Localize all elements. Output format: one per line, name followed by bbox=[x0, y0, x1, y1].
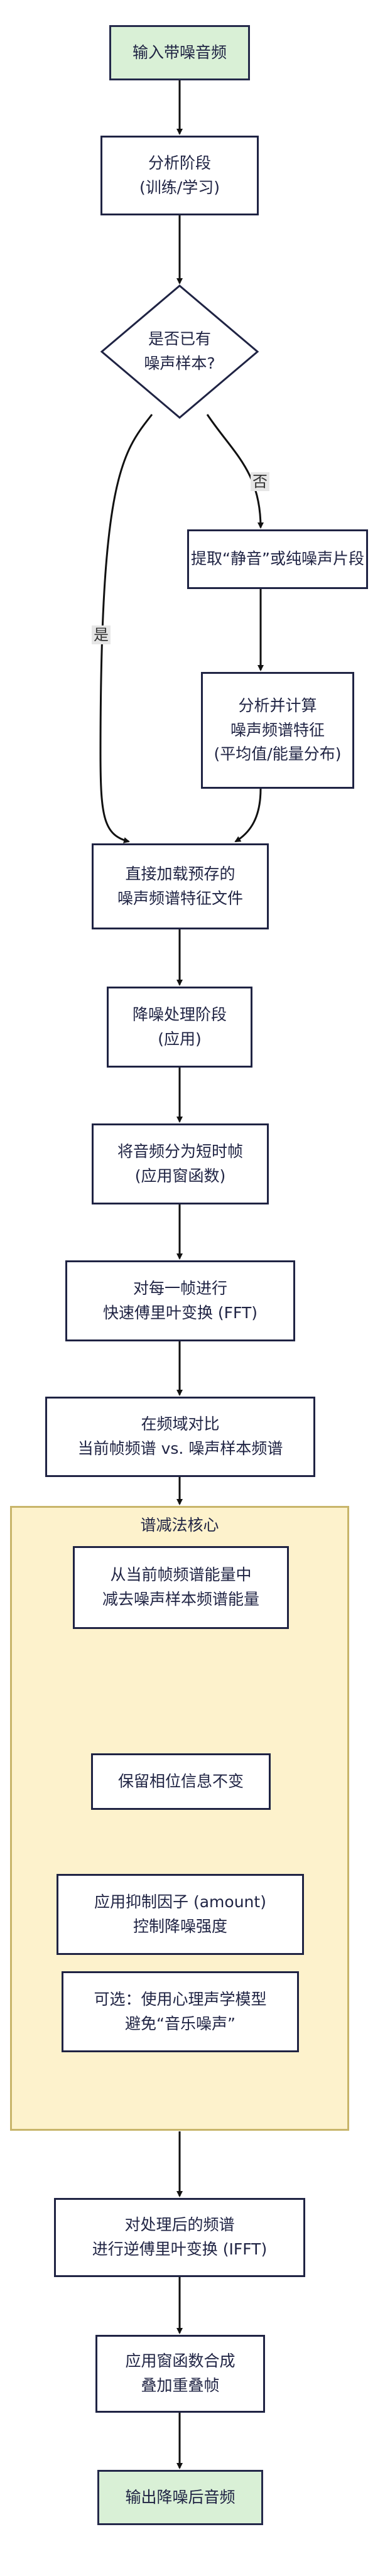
node-fft: 对每一帧进行 快速傅里叶变换 (FFT) bbox=[65, 1260, 295, 1341]
edge-decision-extract bbox=[206, 414, 264, 529]
node-phase: 保留相位信息不变 bbox=[91, 1753, 271, 1810]
node-input: 输入带噪音频 bbox=[109, 25, 250, 80]
node-amount: 应用抑制因子 (amount) 控制降噪强度 bbox=[57, 1874, 304, 1955]
subgraph-title: 谱减法核心 bbox=[140, 1516, 219, 1534]
node-denoise: 降噪处理阶段 (应用) bbox=[107, 987, 252, 1068]
edge-label-yes: 是 bbox=[92, 625, 111, 644]
node-compare: 在频域对比 当前帧频谱 vs. 噪声样本频谱 bbox=[45, 1397, 315, 1477]
node-split: 将音频分为短时帧 (应用窗函数) bbox=[92, 1123, 269, 1204]
node-analysis: 分析阶段 (训练/学习) bbox=[100, 136, 259, 215]
node-output: 输出降噪后音频 bbox=[97, 2470, 263, 2525]
node-extract: 提取“静音”或纯噪声片段 bbox=[187, 529, 368, 589]
node-load: 直接加载预存的 噪声频谱特征文件 bbox=[92, 843, 269, 929]
edge-label-no: 否 bbox=[251, 472, 269, 491]
node-compute: 分析并计算 噪声频谱特征 (平均值/能量分布) bbox=[201, 672, 354, 789]
edge-compute-load bbox=[234, 788, 262, 843]
node-ifft: 对处理后的频谱 进行逆傅里叶变换 (IFFT) bbox=[54, 2198, 305, 2277]
node-overlap: 应用窗函数合成 叠加重叠帧 bbox=[95, 2335, 265, 2413]
node-subtract: 从当前帧频谱能量中 减去噪声样本频谱能量 bbox=[73, 1546, 289, 1629]
node-psycho: 可选：使用心理声学模型 避免“音乐噪声” bbox=[62, 1971, 299, 2052]
decision-text: 是否已有 噪声样本? bbox=[144, 330, 215, 372]
